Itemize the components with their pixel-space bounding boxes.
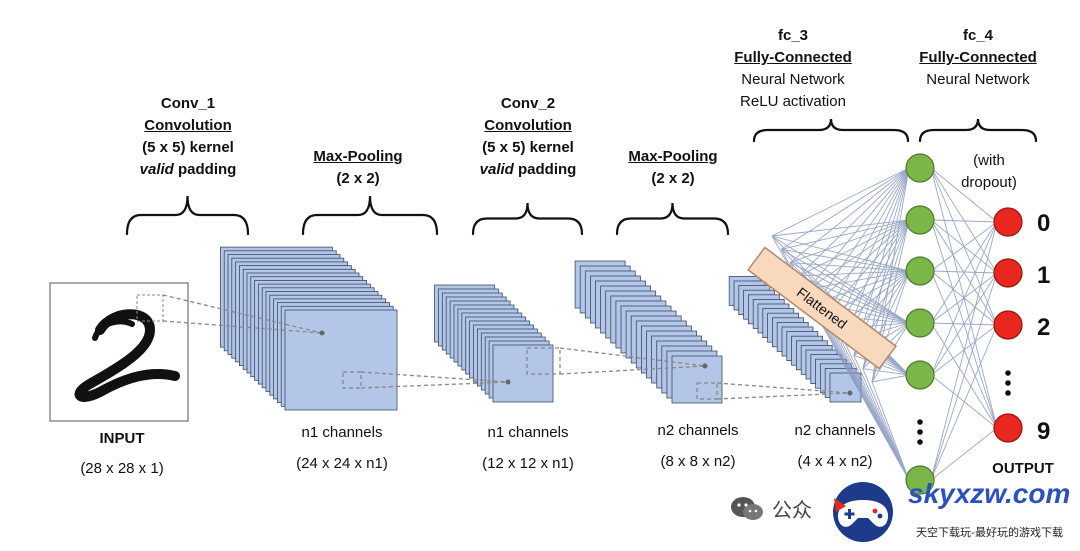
brace-pool2 [615,202,730,236]
fc3-label: fc_3 Fully-Connected Neural Network ReLU… [734,27,852,110]
feature-map-stacks [219,246,862,411]
wechat-icon [731,496,763,520]
hidden-node [905,308,935,338]
output-label: OUTPUT [992,460,1054,477]
stage3-dims: (8 x 8 x n2) [660,453,736,470]
output-node [993,258,1023,288]
output-node [993,207,1023,237]
stage2-channels: n1 channels [487,424,569,441]
conv2-label: Conv_2 Convolution (5 x 5) kernel valid … [479,95,577,178]
stage4-dims: (4 x 4 x n2) [797,453,873,470]
ellipsis-dots [917,370,1011,445]
stage4-channels: n2 channels [794,422,876,439]
stack-conv1 [219,246,398,411]
stage1-channels: n1 channels [301,424,383,441]
brace-conv2 [471,202,584,236]
output-node [993,310,1023,340]
hidden-node [905,465,935,495]
pool2-label: Max-Pooling (2 x 2) [628,148,718,187]
brace-pool1 [301,195,439,236]
network-nodes [905,153,1023,495]
brace-fc3 [752,118,910,143]
stack-pool2 [728,275,862,403]
conv1-label: Conv_1 Convolution (5 x 5) kernel valid … [139,95,237,178]
projection-lines [162,294,853,400]
stage2-dims: (12 x 12 x n1) [482,455,574,472]
output-node [993,413,1023,443]
hidden-node [905,256,935,286]
output-digit-9: 9 [1037,418,1051,445]
output-digit-2: 2 [1037,314,1051,341]
hidden-node [905,360,935,390]
hidden-node [905,205,935,235]
dropout-label: (with dropout) [961,152,1017,191]
watermark-wechat: 公众 [730,494,812,523]
stack-conv2 [574,260,723,404]
stage1-dims: (24 x 24 x n1) [296,455,388,472]
brace-fc4 [918,118,1038,143]
brace-conv1 [125,195,250,236]
gamepad-logo-icon [833,482,893,542]
handwritten-digit-two [74,309,180,402]
braces [125,118,1038,236]
watermark-brand: skyxzw.com 天空下载玩-最好玩的游戏下载 [824,472,1080,551]
pool1-label: Max-Pooling (2 x 2) [313,148,403,187]
hidden-node [905,153,935,183]
input-patch [136,294,164,322]
output-digit-1: 1 [1037,262,1051,289]
input-dims: (28 x 28 x 1) [80,460,164,477]
input-title: INPUT [99,430,145,447]
stage3-channels: n2 channels [657,422,739,439]
output-digit-0: 0 [1037,210,1051,237]
input-image-frame [49,282,189,422]
fc4-label: fc_4 Fully-Connected Neural Network [919,27,1037,88]
stack-pool1 [434,284,554,403]
